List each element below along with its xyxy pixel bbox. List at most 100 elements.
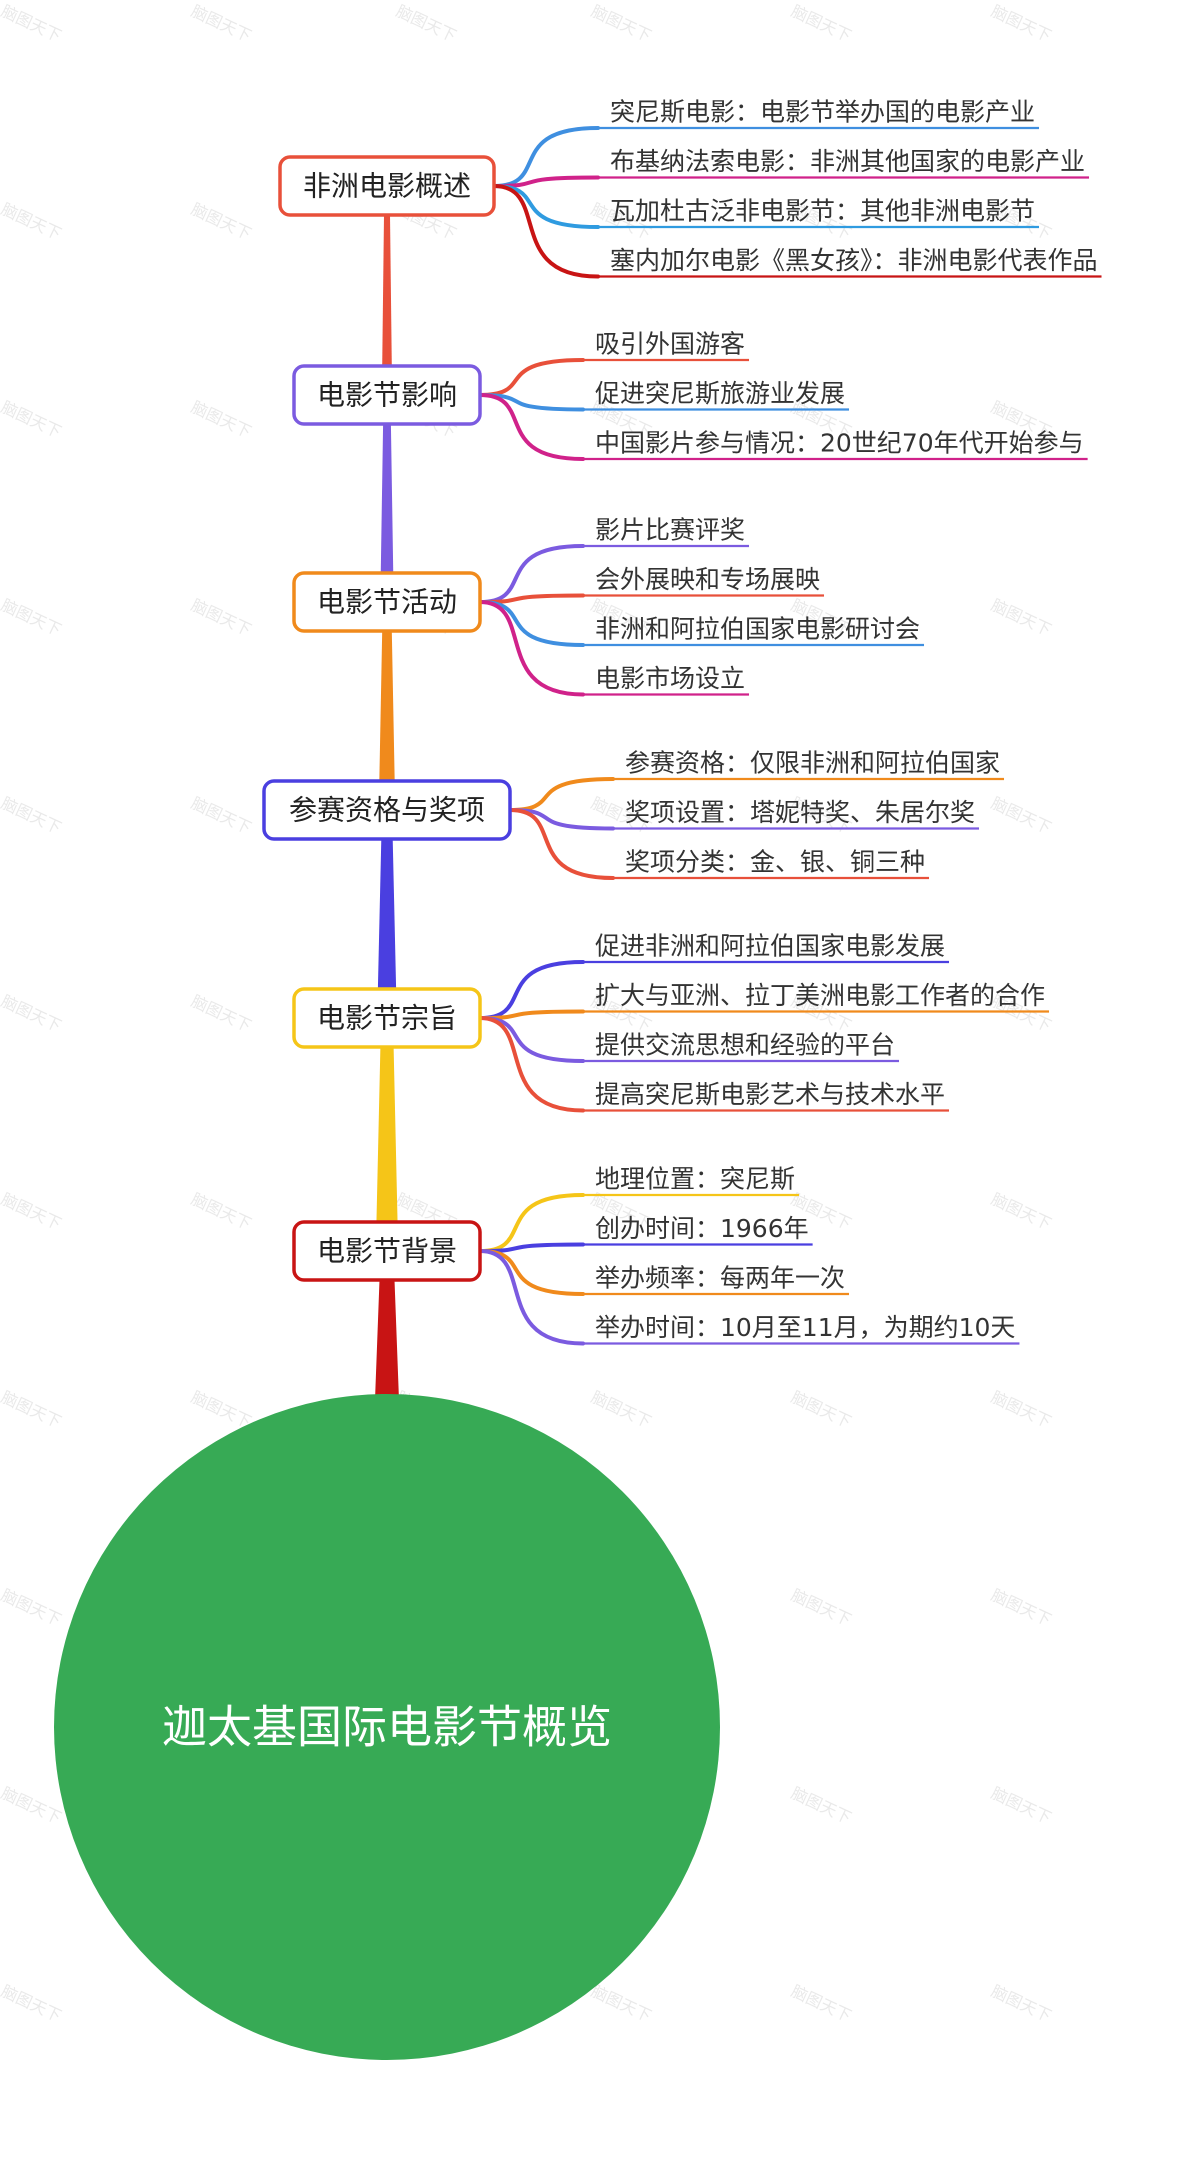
watermark-text: 脑图天下 (788, 1981, 854, 2025)
trunk-segment (377, 839, 397, 989)
watermark-text: 脑图天下 (188, 595, 254, 639)
child-connector (492, 175, 600, 188)
child-connector (492, 184, 600, 229)
leaf-label: 奖项设置：塔妮特奖、朱居尔奖 (625, 798, 975, 827)
leaf-label: 突尼斯电影：电影节举办国的电影产业 (610, 98, 1035, 127)
root-title: 迦太基国际电影节概览 (162, 1701, 612, 1754)
branch-box (262, 779, 512, 841)
leaf-label: 塞内加尔电影《黑女孩》：非洲电影代表作品 (610, 246, 1098, 275)
branch-node[interactable]: 电影节活动 (292, 571, 482, 633)
leaf-node[interactable]: 参赛资格：仅限非洲和阿拉伯国家 (613, 749, 1005, 781)
leaf-label: 参赛资格：仅限非洲和阿拉伯国家 (625, 749, 1000, 778)
root-node[interactable]: 迦太基国际电影节概览 (54, 1394, 720, 2060)
leaf-node[interactable]: 促进突尼斯旅游业发展 (583, 379, 850, 411)
watermark-text: 脑图天下 (0, 199, 64, 243)
branch-label: 电影节宗旨 (317, 1002, 457, 1035)
watermark-text: 脑图天下 (0, 1189, 64, 1233)
leaf-node[interactable]: 提供交流思想和经验的平台 (583, 1031, 900, 1063)
leaf-label: 提高突尼斯电影艺术与技术水平 (595, 1080, 945, 1109)
watermark-text: 脑图天下 (788, 1, 854, 45)
leaf-label: 奖项分类：金、银、铜三种 (625, 848, 925, 877)
child-connector (478, 960, 585, 1020)
branch-label: 电影节影响 (317, 379, 457, 412)
branch-box (292, 987, 482, 1049)
trunk-segment (380, 424, 394, 573)
leaf-layer: 突尼斯电影：电影节举办国的电影产业 布基纳法索电影：非洲其他国家的电影产业 瓦加… (583, 98, 1102, 1345)
leaf-label: 提供交流思想和经验的平台 (595, 1031, 895, 1060)
leaf-node[interactable]: 举办时间：10月至11月，为期约10天 (583, 1313, 1020, 1345)
branch-label: 电影节活动 (317, 586, 457, 619)
leaf-node[interactable]: 电影市场设立 (583, 664, 750, 696)
child-connector (478, 1249, 585, 1346)
leaf-node[interactable]: 布基纳法索电影：非洲其他国家的电影产业 (598, 147, 1090, 179)
leaf-node[interactable]: 瓦加杜古泛非电影节：其他非洲电影节 (598, 197, 1040, 229)
child-connector (478, 600, 585, 697)
leaf-label: 会外展映和专场展映 (595, 565, 820, 594)
branch-node[interactable]: 参赛资格与奖项 (262, 779, 512, 841)
watermark-text: 脑图天下 (588, 1387, 654, 1431)
child-connector (478, 393, 585, 461)
watermark-text: 脑图天下 (0, 1585, 64, 1629)
leaf-label: 创办时间：1966年 (595, 1214, 809, 1243)
watermark-text: 脑图天下 (0, 793, 64, 837)
leaf-label: 地理位置：突尼斯 (595, 1165, 795, 1194)
branch-node[interactable]: 电影节宗旨 (292, 987, 482, 1049)
child-connector (478, 600, 585, 647)
trunk-segment (382, 215, 392, 366)
watermark-text: 脑图天下 (188, 793, 254, 837)
watermark-text: 脑图天下 (188, 199, 254, 243)
child-connector (492, 126, 600, 188)
watermark-text: 脑图天下 (788, 1585, 854, 1629)
leaf-node[interactable]: 奖项设置：塔妮特奖、朱居尔奖 (613, 798, 980, 830)
branch-label: 非洲电影概述 (303, 170, 471, 203)
branch-node[interactable]: 电影节背景 (292, 1220, 482, 1282)
watermark-text: 脑图天下 (588, 1, 654, 45)
watermark-text: 脑图天下 (0, 991, 64, 1035)
child-connector (492, 184, 600, 279)
child-connector-layer (478, 126, 615, 1346)
leaf-label: 影片比赛评奖 (595, 516, 745, 545)
leaf-node[interactable]: 奖项分类：金、银、铜三种 (613, 848, 930, 880)
branch-box (292, 1220, 482, 1282)
leaf-node[interactable]: 提高突尼斯电影艺术与技术水平 (583, 1080, 950, 1112)
watermark-text: 脑图天下 (0, 1387, 64, 1431)
leaf-label: 电影市场设立 (595, 664, 745, 693)
leaf-node[interactable]: 地理位置：突尼斯 (583, 1165, 800, 1197)
watermark-text: 脑图天下 (988, 1, 1054, 45)
branch-node[interactable]: 非洲电影概述 (278, 155, 496, 217)
branch-box (292, 571, 482, 633)
leaf-node[interactable]: 促进非洲和阿拉伯国家电影发展 (583, 932, 950, 964)
leaf-label: 促进非洲和阿拉伯国家电影发展 (595, 932, 945, 961)
watermark-text: 脑图天下 (188, 1189, 254, 1233)
leaf-label: 吸引外国游客 (595, 330, 745, 359)
child-connector (478, 1016, 585, 1113)
watermark-text: 脑图天下 (188, 1, 254, 45)
trunk-segment (379, 631, 395, 781)
leaf-label: 瓦加杜古泛非电影节：其他非洲电影节 (610, 197, 1035, 226)
watermark-text: 脑图天下 (393, 1, 459, 45)
leaf-node[interactable]: 创办时间：1966年 (583, 1214, 813, 1246)
watermark-text: 脑图天下 (0, 1, 64, 45)
leaf-node[interactable]: 非洲和阿拉伯国家电影研讨会 (583, 615, 925, 647)
leaf-node[interactable]: 中国影片参与情况：20世纪70年代开始参与 (583, 429, 1088, 461)
leaf-node[interactable]: 塞内加尔电影《黑女孩》：非洲电影代表作品 (598, 246, 1102, 278)
leaf-node[interactable]: 扩大与亚洲、拉丁美洲电影工作者的合作 (583, 981, 1050, 1013)
leaf-node[interactable]: 会外展映和专场展映 (583, 565, 825, 597)
watermark-text: 脑图天下 (988, 1387, 1054, 1431)
watermark-text: 脑图天下 (0, 1783, 64, 1827)
watermark-text: 脑图天下 (0, 1981, 64, 2025)
leaf-node[interactable]: 突尼斯电影：电影节举办国的电影产业 (598, 98, 1040, 130)
watermark-text: 脑图天下 (0, 397, 64, 441)
watermark-text: 脑图天下 (988, 1189, 1054, 1233)
watermark-text: 脑图天下 (988, 793, 1054, 837)
child-connector (508, 777, 615, 812)
branch-node[interactable]: 电影节影响 (292, 364, 482, 426)
watermark-text: 脑图天下 (988, 595, 1054, 639)
watermark-text: 脑图天下 (188, 991, 254, 1035)
leaf-node[interactable]: 举办频率：每两年一次 (583, 1264, 850, 1296)
leaf-node[interactable]: 影片比赛评奖 (583, 516, 750, 548)
leaf-node[interactable]: 吸引外国游客 (583, 330, 750, 362)
watermark-text: 脑图天下 (988, 1981, 1054, 2025)
branch-label: 参赛资格与奖项 (289, 794, 485, 827)
